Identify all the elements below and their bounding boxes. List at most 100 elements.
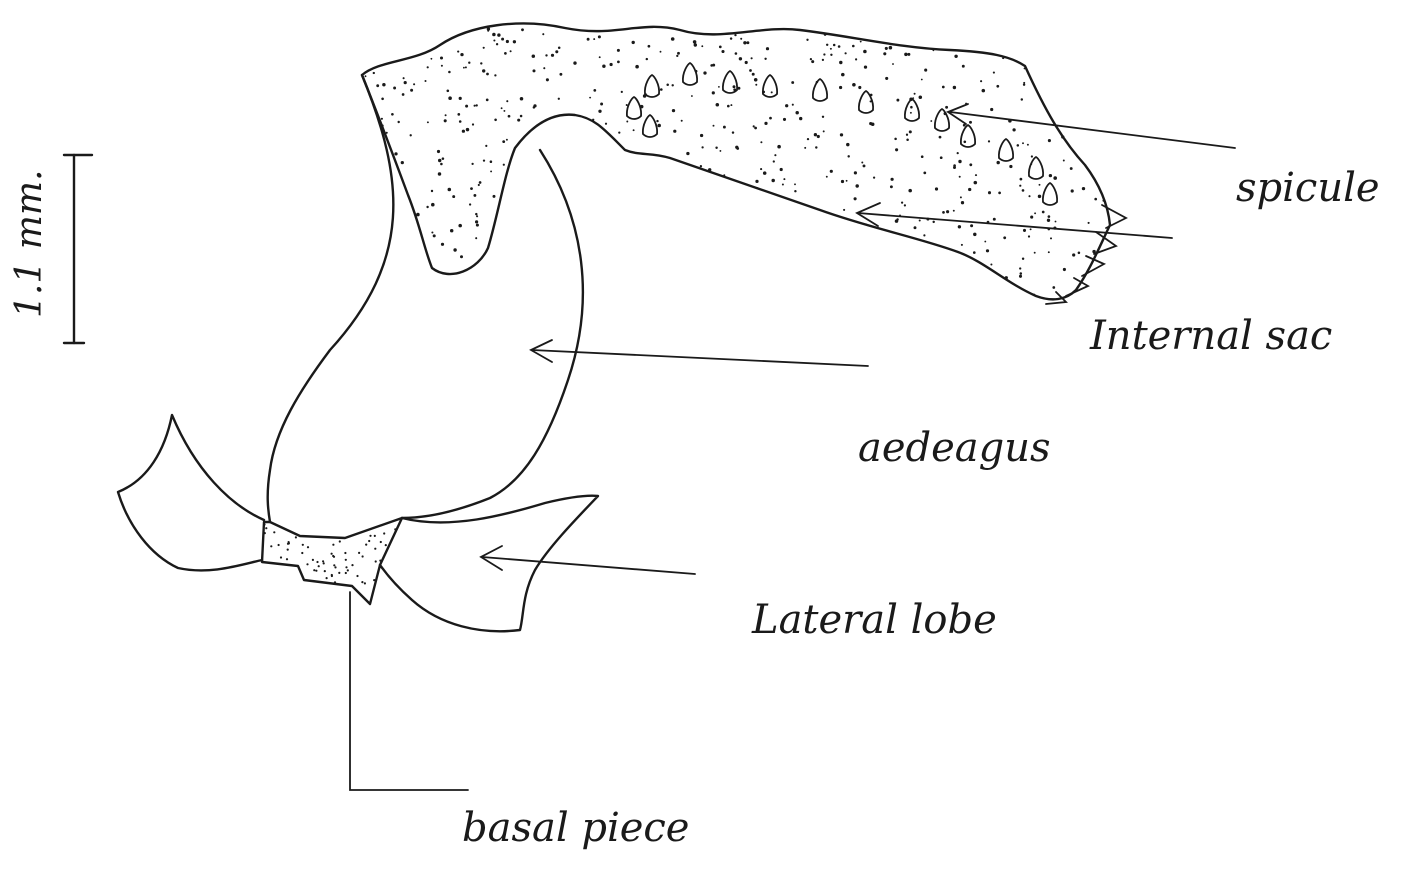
stipple-dot	[733, 85, 736, 88]
stipple-dot	[824, 33, 827, 36]
stipple-dot	[700, 165, 702, 167]
stipple-dot	[559, 73, 562, 76]
stipple-dot	[1088, 222, 1090, 224]
stipple-dot	[473, 194, 476, 197]
stipple-dot	[1022, 258, 1024, 260]
stipple-dot	[492, 33, 496, 37]
stipple-dot	[1030, 216, 1033, 219]
stipple-dot	[273, 531, 275, 533]
stipple-dot	[657, 124, 661, 128]
stipple-dot	[676, 55, 678, 57]
stipple-dot	[766, 47, 769, 50]
stipple-dot	[953, 166, 956, 169]
stipple-dot	[712, 64, 715, 67]
stipple-dot	[969, 163, 972, 166]
stipple-dot	[339, 540, 341, 542]
stipple-dot	[980, 80, 982, 82]
stipple-dot	[517, 119, 520, 122]
stipple-dot	[734, 34, 736, 36]
spicule-tooth	[1043, 183, 1057, 205]
stipple-dot	[475, 237, 477, 239]
stipple-dot	[470, 187, 473, 190]
stipple-dot	[1028, 235, 1030, 237]
stipple-dot	[501, 107, 503, 109]
stipple-dot	[302, 544, 304, 546]
stipple-dot	[1063, 160, 1065, 162]
stipple-dot	[503, 110, 505, 112]
stipple-dot	[919, 96, 923, 100]
stipple-dot	[826, 44, 828, 46]
stipple-dot	[958, 225, 961, 228]
stipple-dot	[345, 566, 347, 568]
stipple-dot	[465, 105, 468, 108]
stipple-dot	[998, 192, 1001, 195]
stipple-dot	[1019, 275, 1022, 278]
stipple-dot	[826, 176, 828, 178]
stipple-dot	[914, 93, 916, 95]
stipple-dot	[626, 121, 628, 123]
stipple-dot	[703, 71, 706, 74]
stipple-dot	[381, 118, 383, 120]
stipple-dot	[315, 570, 317, 572]
stipple-dot	[533, 106, 536, 109]
stipple-dot	[373, 579, 375, 581]
stipple-dot	[919, 219, 921, 221]
stipple-dot	[545, 54, 547, 56]
stipple-dot	[1023, 229, 1026, 232]
stipple-dot	[783, 178, 785, 180]
stipple-dot	[381, 98, 384, 101]
stipple-dot	[485, 145, 487, 147]
stipple-dot	[771, 91, 773, 93]
stipple-dot	[463, 67, 465, 69]
stipple-dot	[589, 97, 591, 99]
stipple-dot	[871, 122, 875, 126]
stipple-dot	[1033, 294, 1035, 296]
stipple-dot	[287, 549, 289, 551]
scale-bar	[64, 155, 92, 343]
stipple-dot	[494, 119, 497, 122]
stipple-dot	[907, 53, 910, 56]
stipple-dot	[301, 552, 303, 554]
aedeagus-body-right	[402, 150, 583, 518]
stipple-dot	[469, 203, 471, 205]
stipple-dot	[592, 119, 594, 121]
stipple-dot	[506, 100, 508, 102]
stipple-dot	[830, 48, 832, 50]
stipple-dot	[841, 73, 845, 77]
stipple-dot	[532, 69, 535, 72]
stipple-dot	[860, 41, 862, 43]
stipple-dot	[358, 552, 360, 554]
internal-sac-spines	[1046, 205, 1126, 304]
stipple-dot	[873, 176, 875, 178]
stipple-dot	[953, 86, 956, 89]
stipple-dot	[973, 233, 976, 236]
stipple-dot	[490, 170, 492, 172]
stipple-dot	[555, 50, 558, 53]
stipple-dot	[804, 147, 806, 149]
stipple-dot	[365, 544, 367, 546]
stipple-dot	[910, 106, 913, 109]
stipple-dot	[1048, 215, 1051, 218]
stipple-dot	[954, 55, 957, 58]
stipple-dot	[424, 80, 426, 82]
stipple-dot	[1049, 174, 1052, 177]
stipple-dot	[811, 60, 814, 63]
stipple-dot	[754, 78, 758, 82]
stipple-dot	[1030, 228, 1032, 230]
stipple-dot	[904, 204, 906, 206]
stipple-dot	[1063, 268, 1066, 271]
stipple-dot	[1005, 276, 1008, 279]
stipple-dot	[365, 75, 367, 77]
spicule-tooth	[763, 75, 777, 97]
stipple-dot	[973, 251, 976, 254]
stipple-dot	[312, 559, 314, 561]
stipple-dot	[503, 164, 505, 166]
stipple-dot	[270, 545, 272, 547]
stipple-dot	[817, 135, 820, 138]
stipple-dot	[700, 134, 703, 137]
stipple-dot	[426, 206, 428, 208]
stipple-dot	[437, 150, 440, 153]
stipple-dot	[382, 83, 385, 86]
stipple-dot	[716, 103, 720, 107]
stipple-dot	[783, 118, 786, 121]
